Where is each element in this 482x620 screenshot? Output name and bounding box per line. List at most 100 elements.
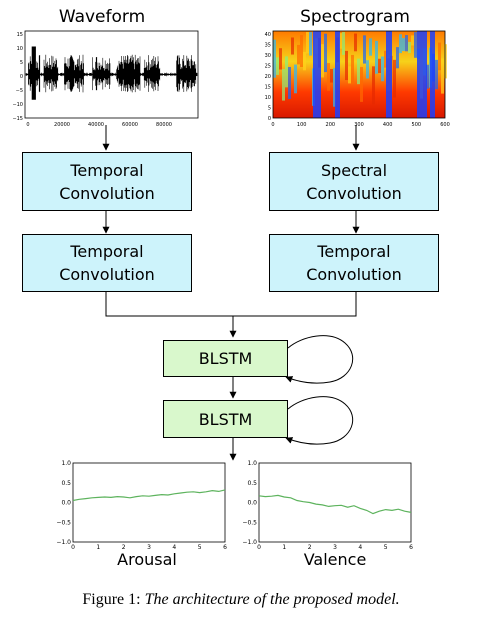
arousal-xtick: 4 xyxy=(172,544,176,551)
spectrogram-cell xyxy=(438,42,441,71)
spectrogram-cell xyxy=(366,60,369,79)
recurrent-loop-2 xyxy=(285,396,354,445)
arousal-xtick: 3 xyxy=(147,544,151,551)
connectors xyxy=(102,125,360,461)
waveform-ytick-tick: 0 xyxy=(20,74,23,80)
spectrogram-cell xyxy=(282,69,285,101)
blstm-block-2: BLSTM xyxy=(163,400,288,438)
spectrogram-xtick-tick: 400 xyxy=(383,122,393,128)
temporal-convolution-block-1: Temporal Convolution xyxy=(22,152,192,211)
spectrogram-cell xyxy=(402,38,405,52)
spectrogram-ytick-tick: 40 xyxy=(265,32,271,38)
waveform-signal xyxy=(25,46,198,100)
spectrogram-cell xyxy=(339,33,342,49)
valence-xtick: 6 xyxy=(409,544,413,551)
spectrogram-cell xyxy=(396,47,399,69)
arousal-ytick: 1.0 xyxy=(61,460,71,467)
spectrogram-ytick-tick: 20 xyxy=(265,74,271,80)
spectrogram-cell xyxy=(324,33,327,73)
arousal-ytick: −1.0 xyxy=(56,539,71,546)
valence-ytick: 0.5 xyxy=(247,480,257,487)
temporal-convolution-block-3: Temporal Convolution xyxy=(269,234,439,292)
spectrogram-cell xyxy=(285,56,288,88)
spectrogram-cell xyxy=(354,33,357,52)
spectrogram-silence-band xyxy=(313,31,321,118)
spectrogram-cell xyxy=(363,35,366,64)
spectrogram-cell xyxy=(342,32,345,55)
waveform-ytick-tick: −5 xyxy=(16,88,23,94)
valence-xtick: 4 xyxy=(358,544,362,551)
spectrogram-xtick-tick: 100 xyxy=(297,122,307,128)
waveform-ytick-tick: 10 xyxy=(17,46,23,52)
valence-series-line xyxy=(258,494,412,515)
spectrogram-silence-band xyxy=(417,31,427,118)
spectrogram-cell xyxy=(300,35,303,68)
valence-label: Valence xyxy=(303,550,367,569)
valence-xtick: 5 xyxy=(384,544,388,551)
arousal-xtick: 0 xyxy=(71,544,75,551)
valence-ytick: 0.0 xyxy=(247,500,257,507)
spectrogram-cell xyxy=(405,35,408,52)
caption-prefix: Figure 1: xyxy=(82,591,145,608)
spectrogram-cell xyxy=(444,44,447,79)
arousal-ytick: 0.5 xyxy=(61,480,71,487)
spectrogram-cell xyxy=(381,56,384,82)
figure-caption: Figure 1: The architecture of the propos… xyxy=(0,591,482,609)
spectrogram-cell xyxy=(273,39,276,78)
spectrogram-cell xyxy=(372,66,375,105)
spectrogram-xtick-tick: 0 xyxy=(271,122,274,128)
valence-xtick: 0 xyxy=(257,544,261,551)
waveform-title: Waveform xyxy=(58,7,146,27)
waveform-ytick-tick: −15 xyxy=(12,116,23,122)
valence-frame xyxy=(258,462,412,543)
arousal-xtick: 2 xyxy=(122,544,126,551)
waveform-xtick: 80000 xyxy=(156,122,172,128)
spectrogram-cell xyxy=(306,31,309,54)
arousal-xtick: 1 xyxy=(96,544,100,551)
spectrogram-title: Spectrogram xyxy=(300,7,410,27)
spectrogram-ytick-tick: 15 xyxy=(265,85,271,91)
spectrogram-cell xyxy=(378,58,381,74)
valence-ytick: −0.5 xyxy=(242,519,257,526)
spectrogram-cell xyxy=(360,67,363,102)
blstm-block-1: BLSTM xyxy=(163,340,288,377)
arousal-ytick: −0.5 xyxy=(56,519,71,526)
spectrogram-ytick-tick: 10 xyxy=(265,95,271,101)
spectrogram-cell xyxy=(435,59,438,90)
valence-ytick: 1.0 xyxy=(247,460,257,467)
spectrogram-cell xyxy=(414,32,417,58)
spectrogram-frame xyxy=(272,30,446,119)
arousal-xtick: 5 xyxy=(198,544,202,551)
spectrogram-cell xyxy=(375,40,378,74)
spectrogram-cell xyxy=(276,57,279,75)
arousal-label: Arousal xyxy=(117,550,177,569)
spectrogram-cell xyxy=(330,69,333,83)
spectrogram-cell xyxy=(357,58,360,85)
spectrogram-ytick-tick: 25 xyxy=(265,64,271,70)
waveform-ytick-tick: 15 xyxy=(17,32,23,38)
spectrogram-cell xyxy=(369,38,372,56)
spectrogram-ytick-tick: 5 xyxy=(268,106,271,112)
spectrogram-cell xyxy=(333,68,336,107)
spectrogram-ytick-tick: 0 xyxy=(268,116,271,122)
spectrogram-cell xyxy=(321,44,324,78)
merge-line xyxy=(105,292,357,317)
spectrogram-xtick-tick: 300 xyxy=(354,122,364,128)
spectrogram-bands xyxy=(273,31,447,118)
waveform-xtick: 40000 xyxy=(88,122,104,128)
spectrogram-cell xyxy=(351,54,354,85)
spectrogram-cell xyxy=(384,50,387,68)
valence-xtick: 2 xyxy=(308,544,312,551)
spectrogram-cell xyxy=(393,59,396,98)
spectrogram-cell xyxy=(279,48,282,70)
arousal-series-line xyxy=(72,489,226,502)
spectrogram-ytick-tick: 35 xyxy=(265,43,271,49)
caption-text: The architecture of the proposed model. xyxy=(144,591,400,608)
spectrogram-xtick-tick: 500 xyxy=(412,122,422,128)
spectrogram-silence-band xyxy=(335,31,340,118)
